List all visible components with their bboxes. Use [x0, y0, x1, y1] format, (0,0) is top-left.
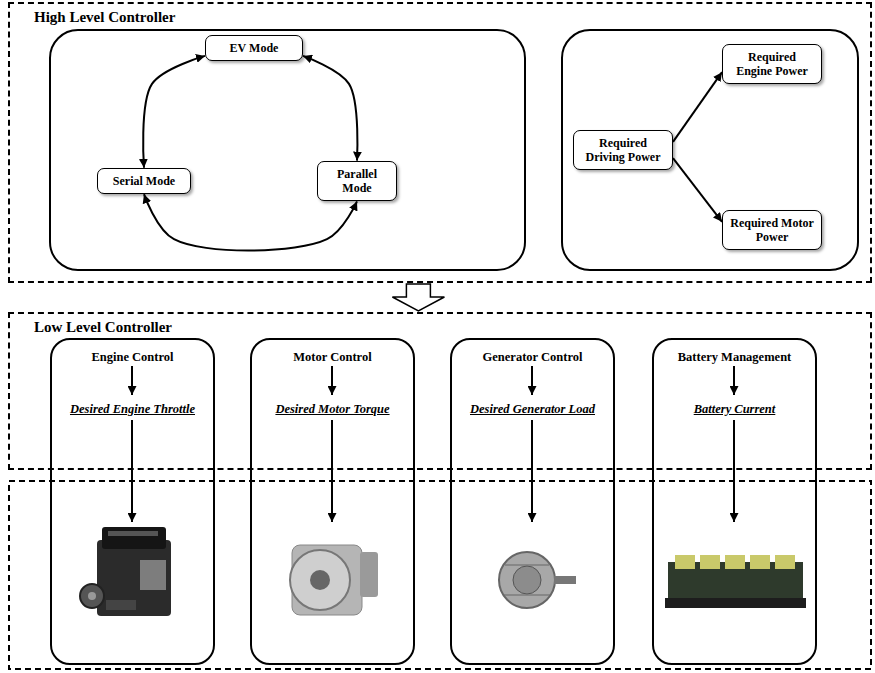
power-box: Required Motor Power	[722, 210, 822, 251]
battery-picture	[665, 555, 806, 608]
box-label: Required Engine Power	[729, 50, 815, 79]
block-arrow	[392, 284, 444, 311]
mode-box: EV Mode	[205, 35, 303, 61]
control-column: Engine ControlDesired Engine Throttle	[50, 338, 215, 665]
connector-arrow	[673, 158, 722, 222]
flow-arrow	[733, 420, 735, 522]
connector-arrow	[303, 56, 357, 161]
mode-box: Parallel Mode	[317, 161, 397, 202]
band-title: Low Level Controller	[34, 319, 172, 336]
box-label: Required Motor Power	[729, 216, 815, 245]
control-column: Battery ManagementBattery Current	[652, 338, 817, 665]
flow-arrow	[131, 366, 133, 395]
motor-picture	[290, 545, 378, 615]
control-output: Desired Engine Throttle	[56, 402, 209, 417]
control-output: Battery Current	[658, 402, 811, 417]
controller-band: Low Level Controller	[8, 312, 872, 470]
mode-box: Serial Mode	[97, 168, 191, 194]
flow-arrow	[331, 366, 333, 395]
control-output: Desired Generator Load	[456, 402, 609, 417]
band-title: High Level Controller	[34, 9, 175, 26]
connector-arrow	[144, 194, 357, 250]
column-arrows	[132, 366, 734, 522]
box-label: Required Driving Power	[580, 136, 666, 165]
control-column: Generator ControlDesired Generator Load	[450, 338, 615, 665]
power-panel	[562, 30, 858, 270]
power-box: Required Driving Power	[573, 130, 673, 171]
flow-arrow	[733, 366, 735, 395]
flow-arrow	[531, 366, 533, 395]
box-label: Serial Mode	[104, 174, 184, 188]
connector-layer	[143, 56, 722, 311]
box-label: Parallel Mode	[324, 167, 390, 196]
control-column: Motor ControlDesired Motor Torque	[250, 338, 415, 665]
control-title: Battery Management	[658, 350, 811, 365]
control-title: Generator Control	[456, 350, 609, 365]
flow-arrow	[131, 420, 133, 522]
box-label: EV Mode	[212, 41, 296, 55]
power-box: Required Engine Power	[722, 44, 822, 85]
hardware-band	[9, 481, 871, 669]
generator-picture	[499, 552, 576, 608]
control-title: Motor Control	[256, 350, 409, 365]
connector-arrow	[673, 72, 722, 142]
flow-arrow	[531, 420, 533, 522]
mode-panel	[50, 30, 525, 270]
engine-picture	[80, 527, 171, 616]
controller-band: High Level Controller EV ModeSerial Mode P…	[8, 2, 872, 283]
flow-arrow	[331, 420, 333, 522]
control-output: Desired Motor Torque	[256, 402, 409, 417]
connector-arrow	[143, 56, 205, 168]
control-title: Engine Control	[56, 350, 209, 365]
